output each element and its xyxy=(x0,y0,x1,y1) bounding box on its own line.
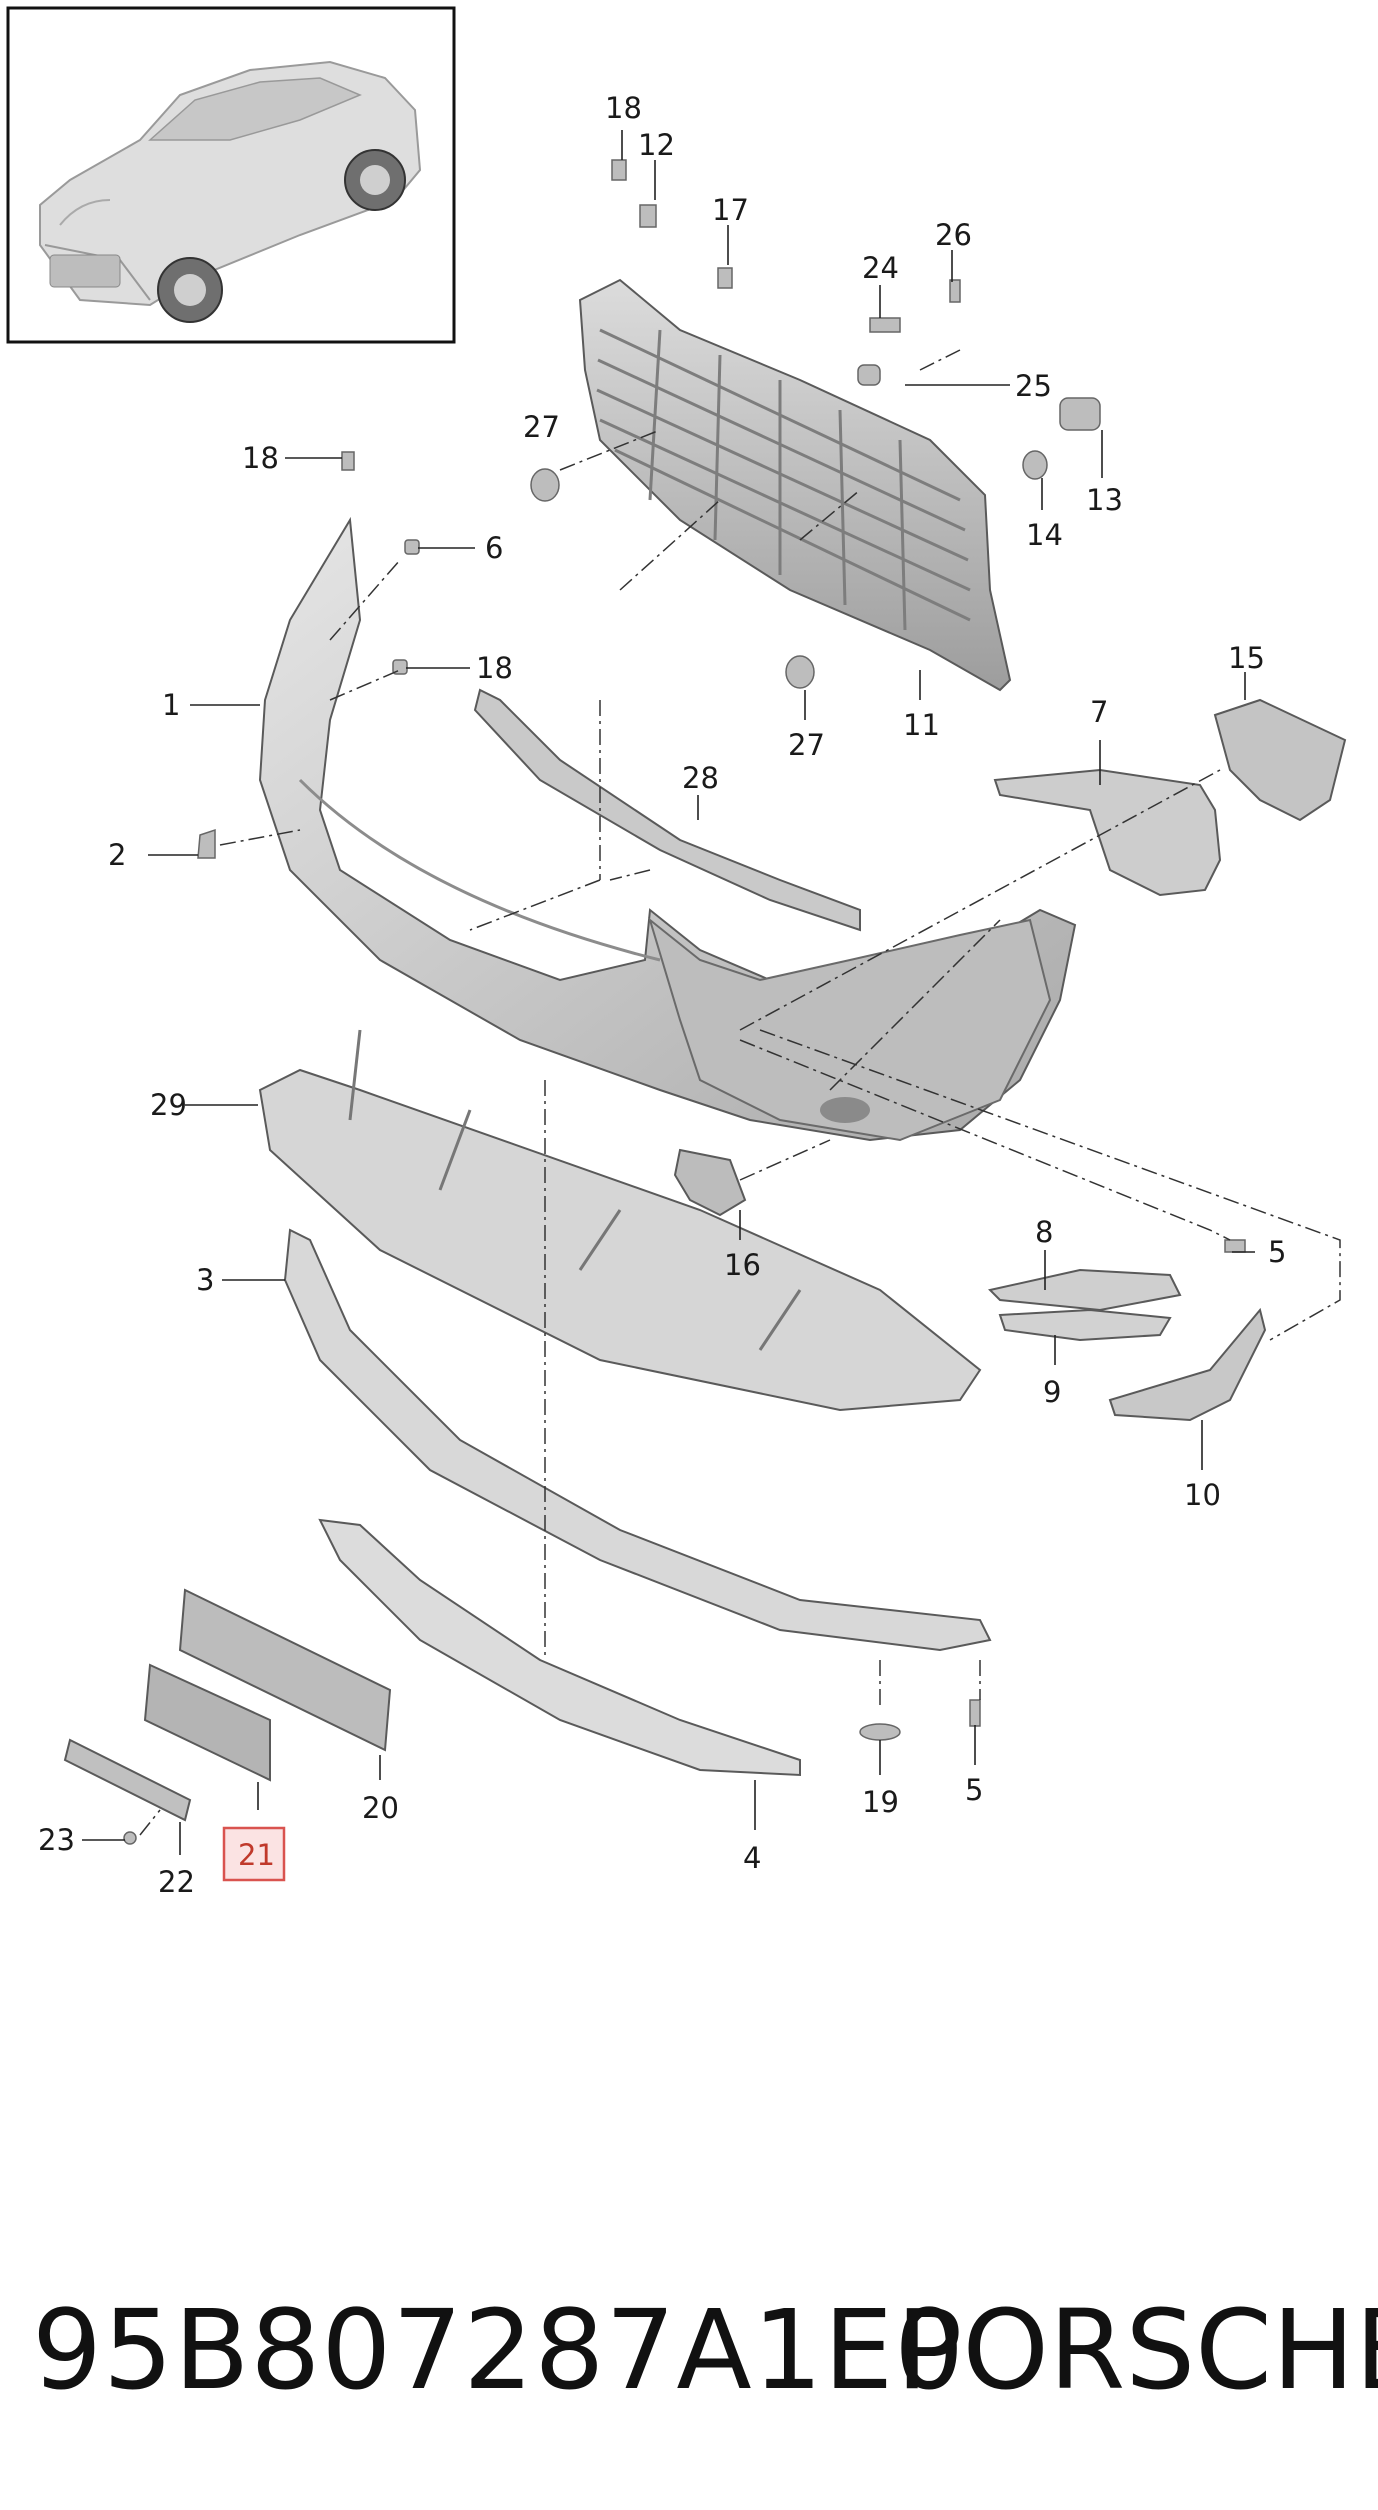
callout-27-center: 27 xyxy=(788,728,825,762)
callout-21: 21 xyxy=(238,1838,275,1872)
cover-part-10 xyxy=(1108,1307,1267,1422)
leader-lines xyxy=(82,130,1255,1855)
callout-8: 8 xyxy=(1035,1215,1053,1249)
vehicle-thumbnail xyxy=(6,6,456,344)
callout-6: 6 xyxy=(485,531,503,565)
callout-18-mid: 18 xyxy=(476,651,513,685)
callout-5-bottom: 5 xyxy=(965,1773,983,1807)
callout-4: 4 xyxy=(743,1841,761,1875)
callout-23: 23 xyxy=(38,1823,75,1857)
callout-26: 26 xyxy=(935,218,972,252)
callout-15: 15 xyxy=(1228,641,1265,675)
callout-5-right: 5 xyxy=(1268,1235,1286,1269)
reinforcement-ribs xyxy=(348,1029,802,1351)
callout-18-top: 18 xyxy=(605,91,642,125)
callout-28: 28 xyxy=(682,761,719,795)
brand-name: PORSCHE xyxy=(896,2286,1378,2414)
callout-16: 16 xyxy=(724,1248,761,1282)
part-number: 95B807287A1E0 xyxy=(32,2286,966,2414)
callout-10: 10 xyxy=(1184,1478,1221,1512)
callout-29: 29 xyxy=(150,1088,187,1122)
callout-9: 9 xyxy=(1043,1375,1061,1409)
callout-25: 25 xyxy=(1015,369,1052,403)
bumper-cover-part-1 xyxy=(258,516,1077,1142)
callout-13: 13 xyxy=(1086,483,1123,517)
plate-bracket-part-22 xyxy=(63,1738,192,1822)
corner-trim-part-15 xyxy=(1213,698,1347,822)
callout-20: 20 xyxy=(362,1791,399,1825)
callout-2: 2 xyxy=(108,838,126,872)
callout-21-highlight xyxy=(222,1826,286,1882)
callout-17: 17 xyxy=(712,193,749,227)
reinforcement-part-29 xyxy=(258,1068,982,1412)
callout-24: 24 xyxy=(862,251,899,285)
callout-27-left: 27 xyxy=(523,410,560,444)
callout-12: 12 xyxy=(638,128,675,162)
callout-7: 7 xyxy=(1090,695,1108,729)
grille-frame-part-7 xyxy=(993,768,1222,897)
callout-14: 14 xyxy=(1026,518,1063,552)
trim-strip-part-28 xyxy=(473,688,861,932)
callout-19: 19 xyxy=(862,1785,899,1819)
plate-bracket-part-20 xyxy=(178,1588,392,1752)
callout-labels: 18 12 17 24 26 25 27 13 14 18 6 18 1 27 … xyxy=(38,91,1286,1899)
callout-22: 22 xyxy=(158,1865,195,1899)
cover-part-9 xyxy=(998,1308,1172,1342)
callout-11: 11 xyxy=(903,708,940,742)
fasteners xyxy=(123,159,1246,1845)
grille-part-11 xyxy=(578,278,1012,692)
callout-18-left: 18 xyxy=(242,441,279,475)
cover-part-8 xyxy=(988,1268,1182,1312)
spoiler-part-3 xyxy=(283,1228,992,1652)
callout-3: 3 xyxy=(196,1263,214,1297)
lower-panel-part-4 xyxy=(318,1518,801,1777)
assembly-lines xyxy=(139,349,1341,1836)
footer: 95B807287A1E0 PORSCHE xyxy=(0,2270,1378,2430)
fog-trim-part-16 xyxy=(673,1148,747,1217)
plate-bracket-part-21 xyxy=(143,1663,271,1782)
callout-1: 1 xyxy=(162,688,180,722)
